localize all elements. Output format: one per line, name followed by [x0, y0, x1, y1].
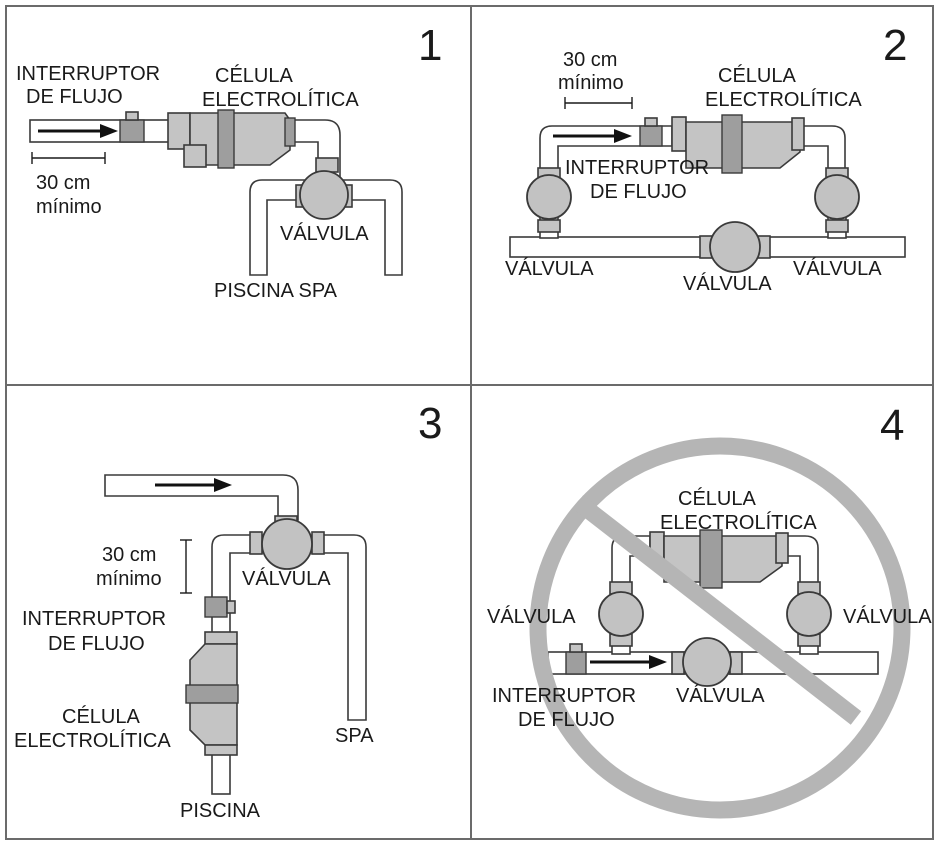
- pool-pipe: [211, 751, 231, 795]
- electrolytic-cell: [671, 114, 805, 174]
- flow-switch-label-line2: DE FLUJO: [518, 709, 615, 731]
- prohibited-icon: [529, 437, 911, 819]
- spa-pipe: [311, 534, 367, 721]
- valve-left-label: VÁLVULA: [487, 605, 576, 628]
- pool-label: PISCINA: [180, 800, 261, 822]
- valve-label: VÁLVULA: [242, 567, 331, 590]
- cell-label-line2: ELECTROLÍTICA: [705, 88, 862, 111]
- three-way-valve: [249, 515, 325, 570]
- panel-grid: [5, 5, 934, 840]
- min-label-line1: 30 cm: [36, 172, 90, 194]
- valve-right: [814, 167, 860, 233]
- min-distance-marker: [564, 97, 633, 109]
- panel-number: 1: [418, 21, 442, 70]
- flow-switch-label-line2: DE FLUJO: [590, 181, 687, 203]
- spa-label: SPA: [335, 725, 374, 747]
- panel-number: 4: [880, 401, 904, 450]
- valve-left: [526, 167, 572, 233]
- valve-right: [786, 581, 832, 647]
- cell-label-line1: CÉLULA: [718, 64, 796, 87]
- flow-switch-label-line2: DE FLUJO: [48, 633, 145, 655]
- three-way-valve: [295, 157, 353, 220]
- panel-2: 2: [505, 21, 907, 295]
- valve-label: VÁLVULA: [280, 222, 369, 245]
- valve-right-label: VÁLVULA: [843, 605, 932, 628]
- cell-label-line2: ELECTROLÍTICA: [202, 88, 359, 111]
- min-label-line2: mínimo: [558, 72, 624, 94]
- valve-middle-label: VÁLVULA: [683, 272, 772, 295]
- flow-switch-label-line1: INTERRUPTOR: [22, 608, 166, 630]
- electrolytic-cell: [167, 109, 296, 169]
- flow-switch: [639, 117, 663, 147]
- flow-switch-label-line1: INTERRUPTOR: [16, 63, 160, 85]
- upper-pipe-left: [539, 125, 673, 181]
- flow-arrow: [649, 655, 667, 669]
- min-distance-marker: [180, 539, 192, 594]
- valve-left: [598, 581, 644, 647]
- valve-bottom-label: VÁLVULA: [676, 684, 765, 707]
- upper-pipe-right: [781, 535, 819, 593]
- valve-right-label: VÁLVULA: [793, 257, 882, 280]
- flow-arrow: [100, 124, 118, 138]
- panel-3: 3: [14, 399, 442, 822]
- min-label-line2: mínimo: [36, 196, 102, 218]
- min-label-line1: 30 cm: [102, 544, 156, 566]
- min-label-line1: 30 cm: [563, 49, 617, 71]
- electrolytic-cell: [185, 631, 239, 756]
- pool-spa-label: PISCINA SPA: [214, 280, 338, 302]
- min-distance-marker: [31, 152, 106, 164]
- flow-switch: [204, 596, 236, 618]
- flow-switch-label-line2: DE FLUJO: [26, 86, 123, 108]
- panel-number: 2: [883, 21, 907, 70]
- flow-switch: [119, 111, 145, 143]
- valve-middle: [699, 221, 771, 273]
- cell-label-line1: CÉLULA: [215, 64, 293, 87]
- flow-arrow: [214, 478, 232, 492]
- cell-label-line2: ELECTROLÍTICA: [660, 511, 817, 534]
- cell-label-line2: ELECTROLÍTICA: [14, 729, 171, 752]
- flow-switch-label-line1: INTERRUPTOR: [565, 157, 709, 179]
- top-pipe: [104, 474, 299, 521]
- cell-label-line1: CÉLULA: [62, 705, 140, 728]
- cell-label-line1: CÉLULA: [678, 487, 756, 510]
- panel-1: 1: [16, 21, 442, 302]
- valve-bottom: [671, 637, 743, 687]
- min-label-line2: mínimo: [96, 568, 162, 590]
- panel-number: 3: [418, 399, 442, 448]
- flow-arrow: [614, 129, 632, 143]
- panel-4: 4: [487, 401, 932, 819]
- flow-switch: [565, 643, 587, 675]
- valve-left-label: VÁLVULA: [505, 257, 594, 280]
- flow-switch-label-line1: INTERRUPTOR: [492, 685, 636, 707]
